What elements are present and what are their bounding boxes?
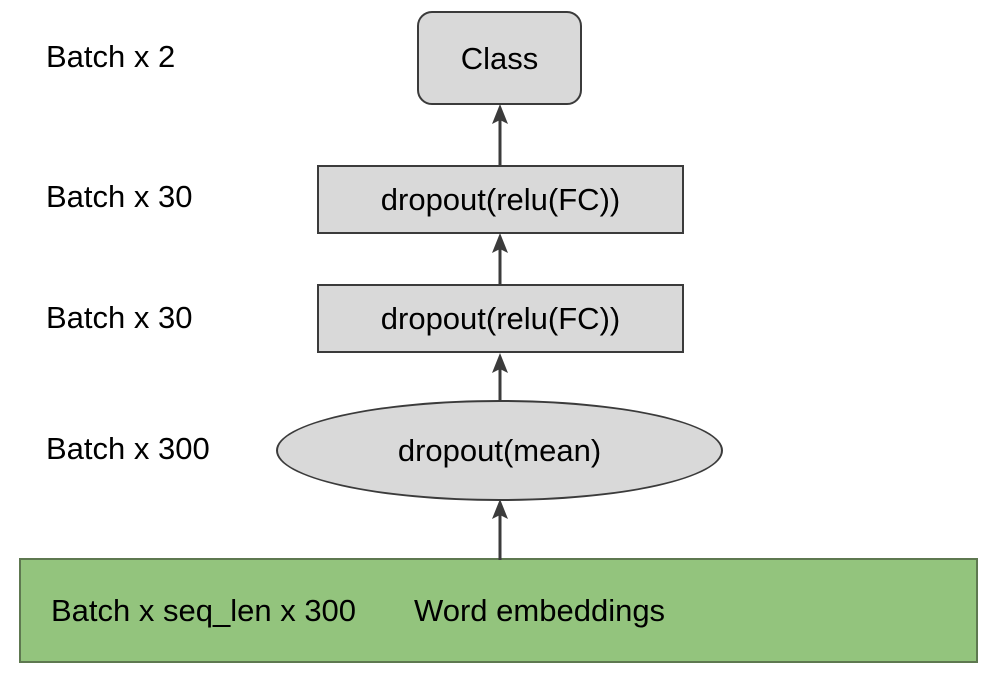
arrow-fc-top-to-class (492, 104, 508, 167)
dimension-label-pooling: Batch x 300 (46, 431, 210, 466)
embeddings-label: Word embeddings (414, 593, 666, 628)
arrow-embeddings-to-pooling (492, 499, 508, 560)
arrow-pooling-to-fc-bottom (492, 353, 508, 402)
node-word-embeddings: Batch x seq_len x 300 Word embeddings (19, 558, 978, 663)
node-fc-bottom: dropout(relu(FC)) (317, 284, 684, 353)
embeddings-text-group: Batch x seq_len x 300 Word embeddings (51, 595, 665, 626)
dimension-label-class: Batch x 2 (46, 39, 176, 74)
embeddings-dimensions: Batch x seq_len x 300 (51, 593, 357, 628)
dimension-label-fc-bottom: Batch x 30 (46, 300, 193, 335)
node-class: Class (417, 11, 582, 105)
node-pooling: dropout(mean) (276, 400, 723, 501)
node-fc-top: dropout(relu(FC)) (317, 165, 684, 234)
dimension-label-fc-top: Batch x 30 (46, 179, 193, 214)
arrow-fc-bottom-to-fc-top (492, 233, 508, 285)
